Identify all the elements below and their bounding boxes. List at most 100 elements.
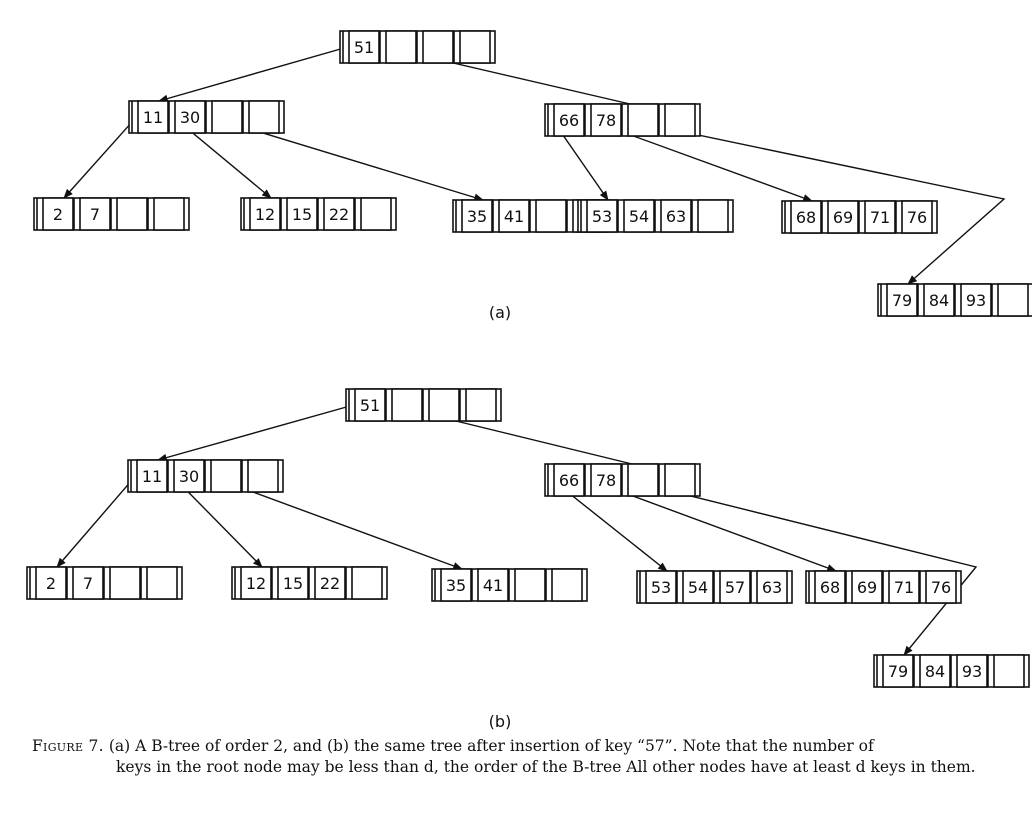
key-cell (814, 570, 846, 604)
key-label: 41 (504, 207, 524, 226)
key-label: 79 (892, 291, 912, 310)
key-cell (886, 283, 918, 317)
key-label: 79 (888, 662, 908, 681)
key-label: 22 (320, 574, 340, 593)
key-cell (664, 463, 696, 497)
btree-node-right: 66 78 (544, 103, 701, 137)
key-cell (351, 566, 383, 600)
key-cell (391, 388, 423, 422)
key-cell (864, 200, 896, 234)
figure-b-label: (b) (489, 712, 512, 730)
key-cell (790, 200, 822, 234)
key-label: 2 (46, 574, 56, 593)
key-label: 22 (329, 205, 349, 224)
key-label: 51 (360, 396, 380, 415)
key-cell (248, 100, 280, 134)
edge-right-to-leaf6 (626, 479, 978, 656)
key-cell (623, 199, 655, 233)
key-cell (919, 654, 951, 688)
key-label: 35 (467, 207, 487, 226)
key-label: 76 (907, 208, 927, 227)
key-cell (428, 388, 460, 422)
figure-a-label: (a) (489, 303, 511, 322)
key-label: 78 (596, 111, 616, 130)
key-label: 84 (925, 662, 945, 681)
key-cell (901, 200, 933, 234)
key-cell (211, 100, 243, 134)
key-label: 63 (666, 207, 686, 226)
key-label: 69 (857, 578, 877, 597)
key-cell (153, 197, 185, 231)
key-label: 63 (762, 578, 782, 597)
key-cell (461, 199, 493, 233)
key-label: 7 (83, 574, 93, 593)
key-cell (719, 570, 751, 604)
key-cell (960, 283, 992, 317)
key-label: 57 (725, 578, 745, 597)
key-label: 93 (962, 662, 982, 681)
key-label: 84 (929, 291, 949, 310)
key-cell (323, 197, 355, 231)
key-label: 30 (180, 108, 200, 127)
key-cell (360, 197, 392, 231)
key-label: 66 (559, 111, 579, 130)
key-label: 35 (446, 576, 466, 595)
key-cell (925, 570, 957, 604)
key-cell (553, 103, 585, 137)
key-cell (627, 103, 659, 137)
caption-line-2: keys in the root node may be less than d… (116, 758, 976, 776)
key-cell (240, 566, 272, 600)
key-cell (440, 568, 472, 602)
key-cell (247, 459, 279, 493)
key-cell (756, 570, 788, 604)
key-label: 53 (592, 207, 612, 226)
key-label: 12 (246, 574, 266, 593)
key-cell (42, 197, 74, 231)
key-cell (697, 199, 729, 233)
key-cell (882, 654, 914, 688)
key-label: 11 (143, 108, 163, 127)
edge-left-to-leaf1 (63, 116, 138, 199)
btree-node-root: 51 (339, 30, 496, 64)
key-cell (923, 283, 955, 317)
key-cell (586, 199, 618, 233)
key-cell (422, 30, 454, 64)
key-cell (210, 459, 242, 493)
key-label: 51 (354, 38, 374, 57)
key-cell (136, 459, 168, 493)
key-cell (645, 570, 677, 604)
key-cell (498, 199, 530, 233)
key-cell (465, 388, 497, 422)
key-cell (72, 566, 104, 600)
key-label: 2 (53, 205, 63, 224)
key-cell (851, 570, 883, 604)
key-cell (354, 388, 386, 422)
key-label: 7 (90, 205, 100, 224)
key-cell (993, 654, 1025, 688)
key-label: 71 (870, 208, 890, 227)
key-cell (79, 197, 111, 231)
key-label: 69 (833, 208, 853, 227)
key-cell (249, 197, 281, 231)
key-cell (173, 459, 205, 493)
key-cell (109, 566, 141, 600)
key-label: 78 (596, 471, 616, 490)
key-cell (682, 570, 714, 604)
key-cell (174, 100, 206, 134)
btree-node-root: 51 (345, 388, 502, 422)
btree-node-leaf5: 68 69 71 76 (781, 200, 938, 234)
key-cell (888, 570, 920, 604)
key-cell (459, 30, 491, 64)
caption-line-1: (a) A B-tree of order 2, and (b) the sam… (108, 737, 874, 755)
key-label: 71 (894, 578, 914, 597)
key-label: 68 (796, 208, 816, 227)
